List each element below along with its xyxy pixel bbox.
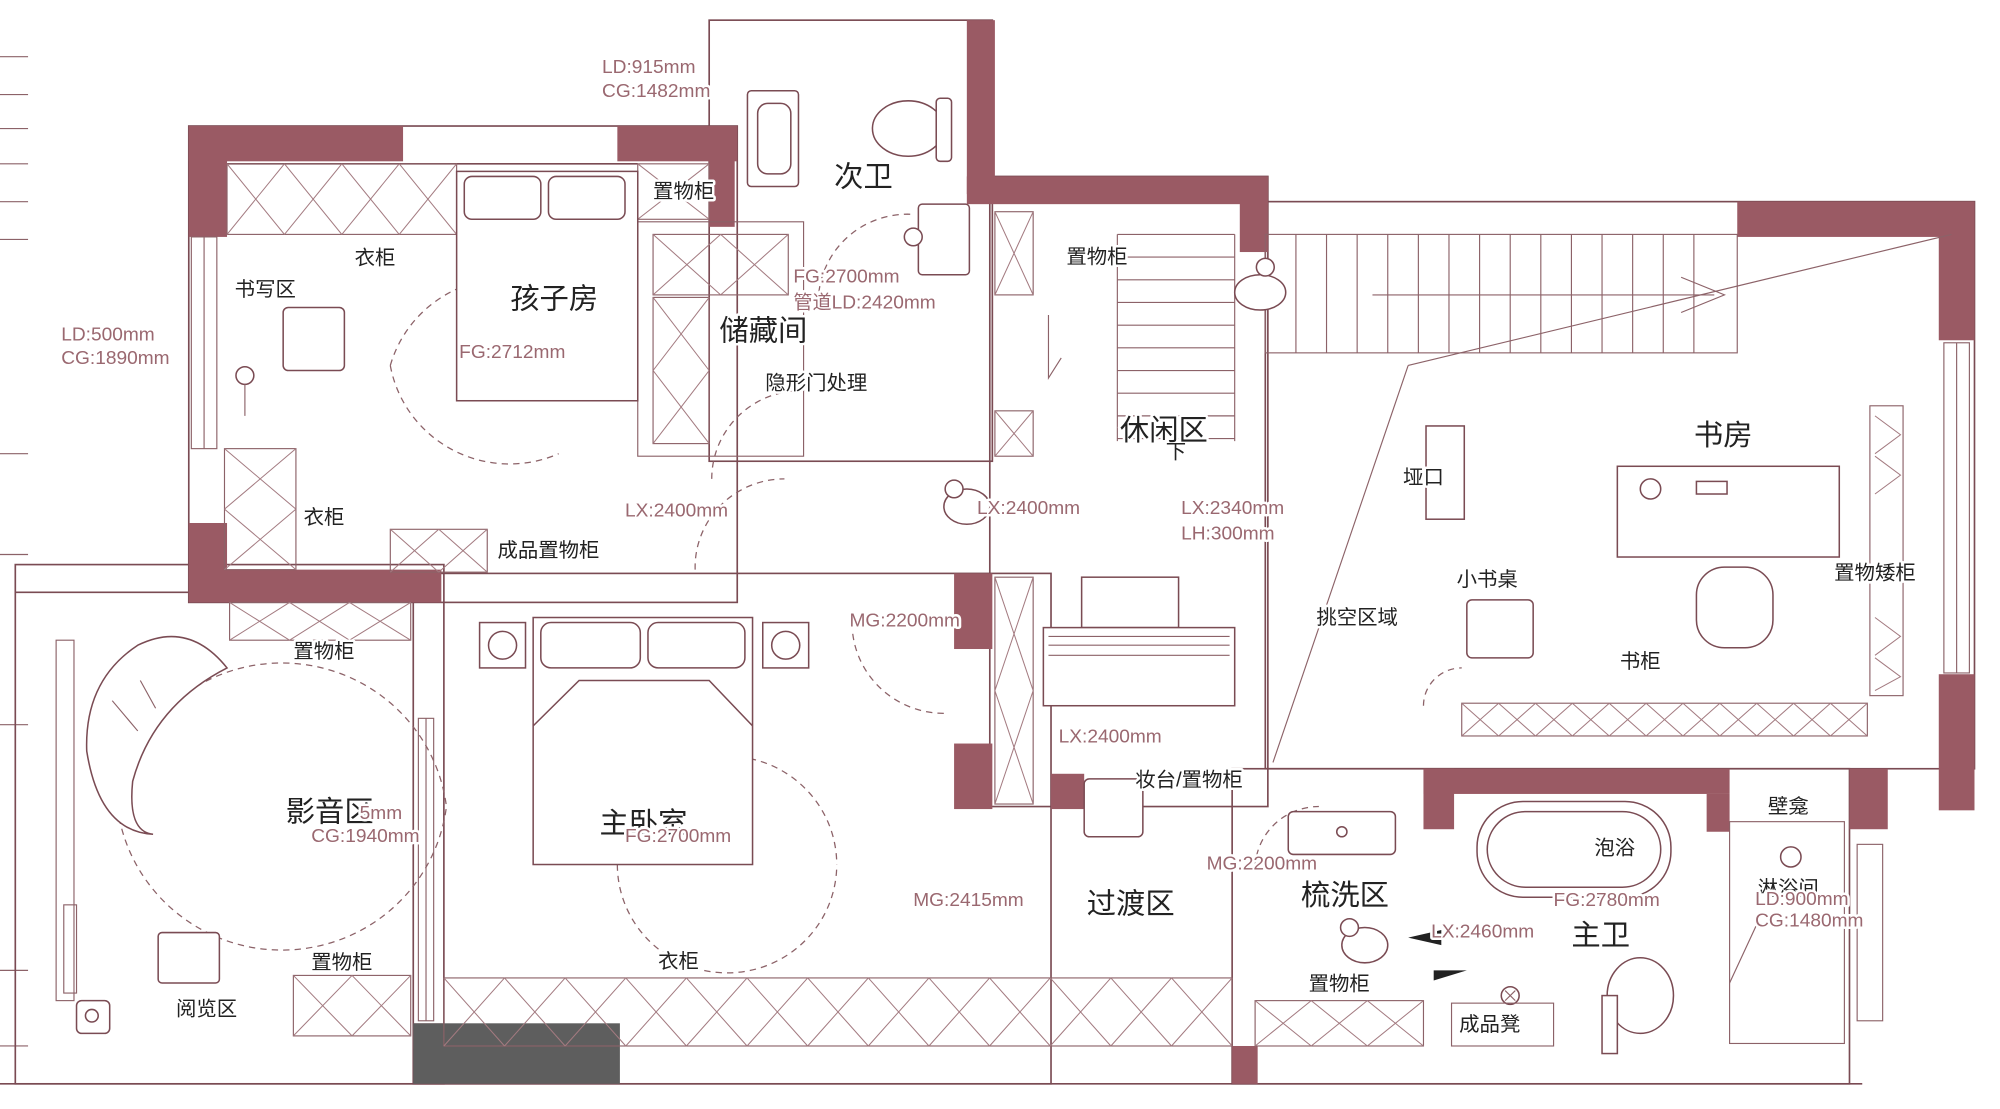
label-zhiwu-aigui: 置物矮柜	[1834, 562, 1916, 585]
cabinet-door	[686, 977, 748, 1047]
label-yigui: 衣柜	[658, 950, 699, 973]
cabinet-door	[1461, 702, 1499, 737]
armchair-icon	[1695, 566, 1774, 649]
cabinet-door	[1682, 702, 1721, 737]
cabinet-door	[1535, 702, 1573, 737]
windows	[55, 236, 1970, 1022]
furniture	[75, 89, 1845, 1055]
stair-arrow-icon	[1408, 930, 1467, 981]
area-labels: 置物柜 置物柜 衣柜 书写区 衣柜 成品置物柜 隐形门处理 垭口 小书桌 挑空区…	[173, 177, 1918, 1038]
room-zhuwo: 主卧室	[599, 807, 687, 840]
cabinet-door	[928, 977, 990, 1047]
cabinet-door	[1830, 702, 1868, 737]
dim-fg: FG:2712mm	[459, 342, 565, 363]
cabinet-door	[564, 977, 627, 1047]
dim-mg: MG:2200mm	[849, 610, 959, 631]
dim-cg: CG:1480mm	[1755, 910, 1863, 931]
cabinet-door	[625, 977, 687, 1047]
label-shugui: 书柜	[1620, 650, 1661, 673]
walls	[188, 20, 1975, 1084]
dim-ld: 5mm	[360, 803, 402, 824]
label-zhuangtai: 妆台/置物柜	[1135, 768, 1243, 791]
walking-person-icon	[943, 257, 1389, 964]
dim-mg: MG:2200mm	[1207, 854, 1317, 875]
dim-cg: CG:1482mm	[602, 81, 710, 102]
armchair-icon	[282, 306, 346, 372]
label-zhiwugui: 置物柜	[653, 180, 714, 203]
label-down: 下	[1166, 442, 1186, 464]
room-chucang: 储藏间	[719, 314, 807, 347]
dim-cg: CG:1940mm	[311, 826, 419, 847]
room-yingyin: 影音区	[286, 796, 374, 829]
cabinet-door	[746, 977, 809, 1047]
room-guodu: 过渡区	[1087, 888, 1175, 921]
room-shufang: 书房	[1694, 419, 1753, 452]
cabinet-door	[989, 977, 1051, 1047]
cabinet-door	[1049, 977, 1112, 1047]
label-zhiwugui: 置物柜	[1309, 973, 1370, 996]
dimension-labels: LD:915mm CG:1482mm LD:500mm CG:1890mm FG…	[59, 55, 1866, 945]
room-shuxi: 梳洗区	[1301, 879, 1389, 912]
cabinet-door	[1498, 702, 1536, 737]
wardrobe-doors	[443, 977, 1233, 1047]
label-yigui: 衣柜	[304, 506, 345, 529]
label-zhiwugui: 置物柜	[311, 951, 372, 974]
cabinet-door	[1608, 702, 1647, 737]
label-yigui: 衣柜	[355, 247, 396, 270]
dim-cg: CG:1890mm	[61, 348, 169, 369]
label-bikan: 壁龛	[1768, 795, 1809, 818]
dim-ld: LD:900mm	[1755, 889, 1848, 910]
dim-lx: LX:2460mm	[1431, 922, 1534, 943]
dim-pipe: 管道LD:2420mm	[793, 292, 935, 314]
room-zhuwei: 主卫	[1571, 919, 1630, 952]
dim-fg: FG:2780mm	[1554, 890, 1660, 911]
room-haizi: 孩子房	[510, 283, 598, 316]
label-tiaokong: 挑空区域	[1316, 606, 1398, 629]
study-cabinet-doors	[1461, 702, 1868, 737]
cabinet-door	[807, 977, 869, 1047]
dim-mg: MG:2415mm	[913, 890, 1023, 911]
cabinet-door	[1572, 702, 1610, 737]
label-zhiwugui: 置物柜	[1066, 245, 1127, 268]
label-chengpin-zhiwugui: 成品置物柜	[497, 539, 599, 562]
room-ciwei: 次卫	[834, 161, 893, 194]
stair-treads	[1116, 233, 1695, 442]
dim-lx: LX:2400mm	[977, 498, 1080, 519]
cabinet-door	[1756, 702, 1794, 737]
label-paoyu: 泡浴	[1594, 837, 1635, 860]
toilet-icon	[871, 100, 945, 158]
dim-ld: LD:500mm	[61, 324, 154, 345]
room-linyu: 淋浴间	[1758, 877, 1819, 900]
dim-fg: FG:2700mm	[793, 266, 899, 287]
dim-lx: LX:2400mm	[1059, 726, 1162, 747]
label-yinxingmen: 隐形门处理	[765, 372, 867, 395]
dim-lh: LH:300mm	[1181, 523, 1274, 544]
label-zhiwugui: 置物柜	[293, 640, 354, 663]
dim-lx: LX:2340mm	[1181, 498, 1284, 519]
dim-lx: LX:2400mm	[625, 501, 728, 522]
margin-ticks	[0, 56, 29, 1047]
cabinet-door	[504, 977, 566, 1047]
cabinet-door	[867, 977, 930, 1047]
cabinet-door	[1171, 977, 1233, 1047]
room-xiuxian: 休闲区	[1120, 414, 1208, 447]
dim-fg: FG:2700mm	[625, 826, 731, 847]
label-chengpindeng: 成品凳	[1459, 1013, 1520, 1036]
dim-ld: LD:915mm	[602, 57, 695, 78]
label-shuxiequ: 书写区	[235, 278, 296, 301]
label-yakou: 垭口	[1403, 466, 1444, 489]
room-labels: 次卫 孩子房 储藏间 休闲区 书房 影音区 主卧室 过渡区 梳洗区 主卫 淋浴间	[283, 158, 1821, 955]
floor-lamp-icon	[235, 365, 255, 386]
sofa-icon	[85, 635, 229, 836]
cabinet-door	[1719, 702, 1758, 737]
cabinet-door	[1645, 702, 1684, 737]
cabinet-door	[1110, 977, 1172, 1047]
cabinet-door	[443, 977, 505, 1047]
label-xiaoshuzhuo: 小书桌	[1457, 568, 1518, 591]
cabinet-door	[1793, 702, 1831, 737]
cabinets	[223, 163, 1904, 1047]
label-yuelanqu: 阅览区	[176, 998, 237, 1021]
